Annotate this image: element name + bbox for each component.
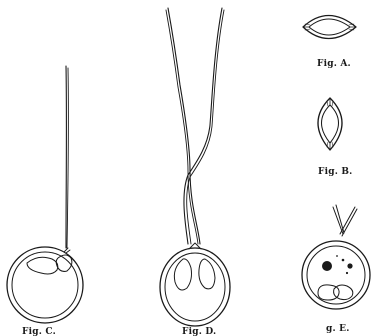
fig-d-filament-right — [184, 8, 222, 244]
fig-e-small-granule — [347, 263, 352, 268]
fig-e-filament-right-inner — [342, 209, 357, 236]
fig-b-cell-diagram — [318, 98, 342, 150]
fig-d-outer-wall — [160, 248, 230, 326]
fig-b-inner-wall — [322, 105, 339, 143]
fig-e-caption: g. E. — [326, 324, 350, 334]
fig-e-dot-3 — [336, 255, 338, 257]
fig-c-caption: Fig. C. — [22, 327, 56, 336]
fig-d-inner-wall — [165, 253, 225, 321]
fig-d-body-left — [174, 259, 191, 290]
fig-e-filament-right — [340, 207, 355, 234]
fig-c-cell-diagram — [7, 66, 83, 323]
fig-d-caption: Fig. D. — [182, 327, 216, 336]
fig-e-dot-2 — [346, 272, 348, 274]
fig-d-body-right — [199, 259, 215, 289]
fig-e-body-right — [334, 285, 353, 300]
fig-e-dot-1 — [342, 259, 345, 262]
fig-d-cell-diagram — [160, 8, 230, 326]
fig-b-caption: Fig. B. — [318, 167, 353, 177]
fig-e-dark-granule — [322, 261, 332, 271]
fig-e-cell-diagram — [302, 205, 370, 309]
fig-c-filament-edge — [67, 68, 68, 248]
fig-c-body-large — [27, 257, 58, 274]
fig-a-cell-diagram — [303, 16, 356, 39]
fig-e-outer-wall — [302, 241, 370, 309]
fig-e-inner-wall — [307, 246, 365, 304]
fig-c-inner-wall — [12, 252, 78, 318]
fig-d-filament-right-edge — [187, 10, 224, 244]
fig-a-caption: Fig. A. — [317, 59, 351, 69]
fig-a-inner-wall — [309, 19, 350, 35]
